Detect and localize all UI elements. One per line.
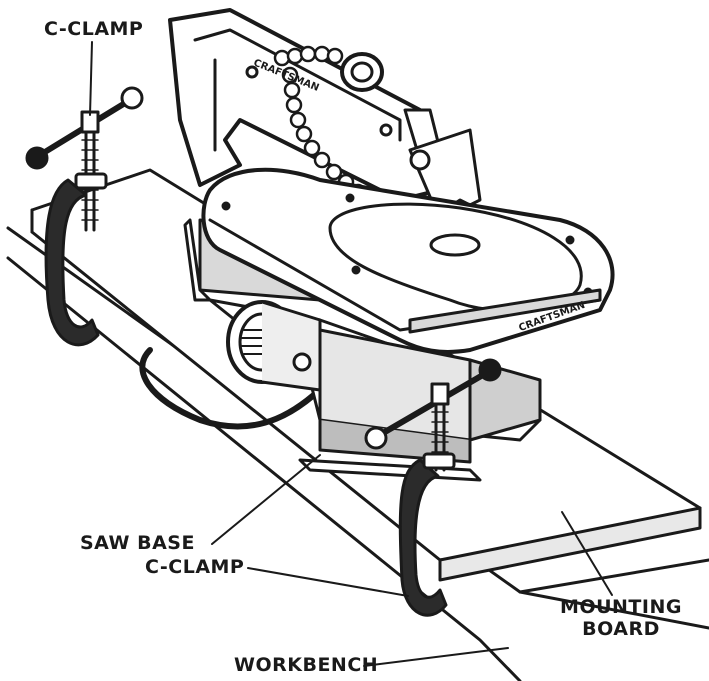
leader-c-clamp-bottom xyxy=(247,567,409,597)
c-clamp-left xyxy=(25,86,144,347)
motor xyxy=(226,300,322,392)
label-mounting-line1: MOUNTING xyxy=(560,596,682,618)
tension-knob xyxy=(340,52,384,92)
label-saw-base: SAW BASE xyxy=(80,532,195,554)
leader-lines xyxy=(89,41,613,667)
power-cord xyxy=(139,347,333,430)
leader-mounting-board xyxy=(561,511,613,596)
label-mounting-line2: BOARD xyxy=(582,618,660,640)
leader-c-clamp-top xyxy=(89,41,93,116)
work-table xyxy=(201,167,615,354)
label-workbench: WORKBENCH xyxy=(234,654,379,676)
label-c-clamp-bottom: C-CLAMP xyxy=(145,556,245,578)
leader-saw-base xyxy=(211,454,321,545)
leader-workbench xyxy=(363,647,509,667)
c-clamp-right xyxy=(364,358,502,617)
label-mounting-board: MOUNTING BOARD xyxy=(556,596,686,640)
saw-arm xyxy=(168,8,442,202)
label-c-clamp-top: C-CLAMP xyxy=(44,18,144,40)
